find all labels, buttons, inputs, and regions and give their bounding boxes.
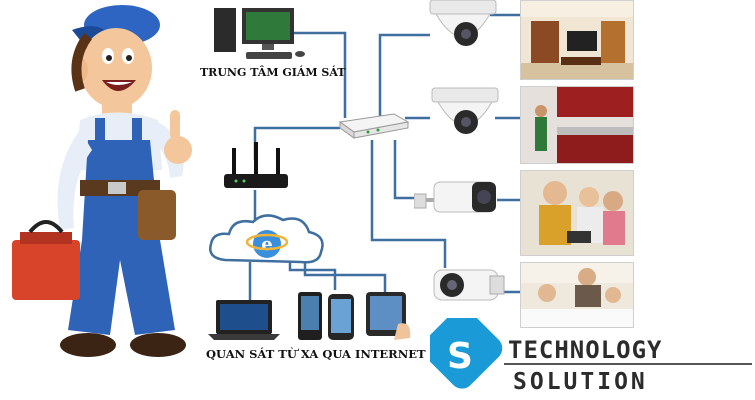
kitchen-photo	[520, 86, 634, 164]
svg-text:e: e	[261, 234, 272, 255]
link-switch-camera-3	[393, 140, 420, 200]
brand-logo-letters: KY	[462, 392, 473, 400]
sky-logo-icon	[430, 318, 503, 389]
toolbox-icon	[12, 240, 80, 300]
family-photo	[520, 170, 634, 256]
monitoring-center-label: TRUNG TÂM GIÁM SÁT	[200, 66, 346, 79]
dome-camera-1-icon	[429, 0, 497, 46]
network-switch-icon	[338, 113, 410, 139]
bullet-camera-4-icon	[433, 269, 505, 301]
tablet-icon	[366, 292, 411, 340]
brand-name-line-1: TECHNOLOGY	[508, 336, 663, 364]
svg-text:S: S	[447, 336, 473, 377]
laptop-icon	[208, 300, 280, 340]
smartphones-icon	[298, 292, 354, 340]
link-computer-switch	[285, 31, 347, 118]
bullet-camera-3-icon	[414, 181, 496, 213]
router-icon	[224, 142, 288, 188]
internet-explorer-icon	[253, 230, 281, 258]
brand-name-line-2: SOLUTION	[513, 369, 648, 395]
remote-view-label: QUAN SÁT TỪ XA QUA INTERNET	[206, 347, 426, 361]
dome-camera-2-icon	[431, 87, 499, 134]
computer-icon	[214, 8, 305, 59]
internet-cloud-icon: e	[209, 214, 324, 264]
brand-logo-mark: S	[430, 318, 752, 389]
living-room-photo	[520, 0, 634, 80]
link-switch-camera-4	[370, 140, 447, 268]
link-switch-camera-1	[378, 33, 430, 118]
dining-room-photo	[520, 262, 634, 328]
worker-mascot-illustration	[12, 5, 192, 357]
